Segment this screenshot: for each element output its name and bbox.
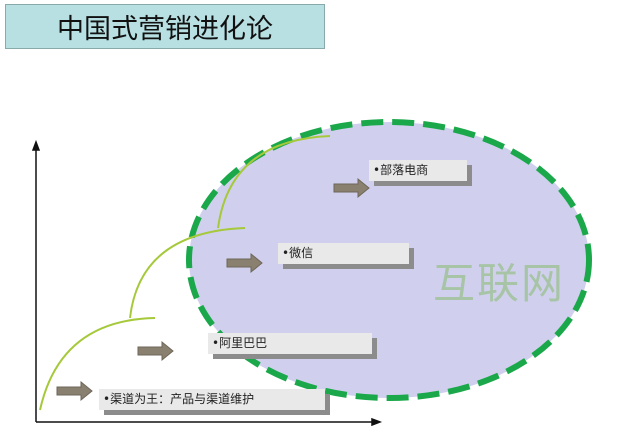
arrow-icon bbox=[137, 340, 174, 362]
stage-alibaba: •阿里巴巴 bbox=[208, 333, 372, 354]
stage-tribe-ecommerce: •部落电商 bbox=[369, 160, 467, 181]
growth-curve-3 bbox=[217, 135, 331, 229]
growth-curve-2 bbox=[129, 227, 246, 319]
stage-channel: •渠道为王：产品与渠道维护 bbox=[99, 389, 325, 410]
axes bbox=[31, 139, 383, 427]
internet-label: 互联网 bbox=[433, 259, 566, 308]
arrow-icon bbox=[333, 177, 370, 199]
stage-wechat: •微信 bbox=[278, 243, 409, 264]
slide-title: 中国式营销进化论 bbox=[5, 4, 325, 49]
growth-curve-1 bbox=[39, 317, 156, 411]
arrow-icon bbox=[56, 380, 93, 402]
arrow-icon bbox=[226, 252, 263, 274]
